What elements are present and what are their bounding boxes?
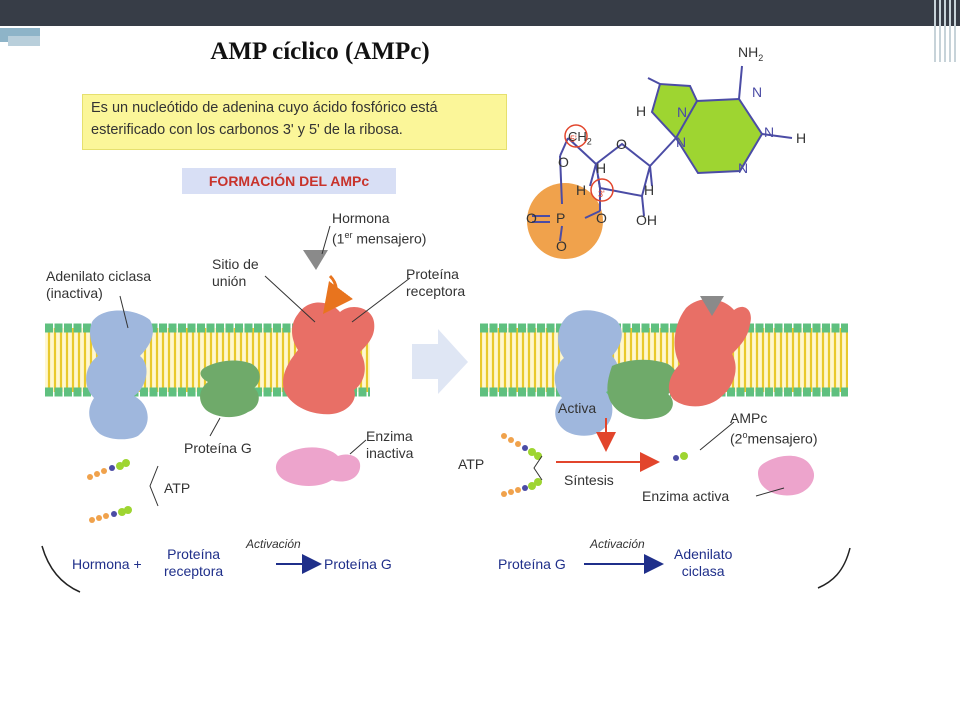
atp-label-right: ATP [458, 456, 485, 472]
right-leader-lines [699, 421, 785, 497]
adenine-ring-5 [652, 84, 697, 138]
definition-line-2: esterificado con los carbonos 3' y 5' de… [91, 122, 403, 138]
proteina-receptora-activa [668, 299, 751, 407]
n-label-2: N [752, 84, 763, 100]
ampc-small [673, 452, 688, 461]
o-ring-label: O [616, 136, 627, 152]
sintesis-label: Síntesis [564, 472, 614, 488]
carbon-3-circle [590, 178, 614, 202]
activa-label: Activa [558, 400, 597, 416]
diagram-title: AMP cíclico (AMPc) [210, 38, 430, 65]
slide-top-bar [0, 0, 960, 26]
atp-label-left: ATP [164, 480, 191, 496]
slide-accent-left-secondary [8, 36, 40, 46]
diagram-graphics [41, 65, 851, 593]
enzima-inactiva-label: Enzima inactiva [366, 428, 414, 461]
equation-left-term1: Hormona + [72, 556, 142, 572]
n-label-3: N [764, 124, 775, 140]
bracket-right [817, 547, 851, 589]
atp-chains-right [501, 433, 543, 497]
slide-accent-right [930, 0, 960, 62]
equation-left-arrow-label: Activación [246, 537, 301, 551]
h-label-3: H [596, 160, 607, 176]
ampc-label: AMPc (2omensajero) [730, 410, 818, 447]
enzima-inactiva [275, 447, 361, 486]
o-label-4: O [556, 238, 567, 254]
oh-label: OH [636, 212, 657, 228]
definition-box: Es un nucleótido de adenina cuyo ácido f… [82, 94, 507, 150]
adenilato-ciclasa-activa [554, 310, 622, 436]
o-label-2: O [526, 210, 537, 226]
equation-right-result: Adenilato ciclasa [674, 546, 733, 579]
n-label-5: N [676, 134, 687, 150]
hormona-bound-icon [700, 296, 724, 316]
sitio-label: Sitio de unión [212, 256, 259, 289]
carbon-5-circle [564, 124, 588, 148]
adenine-ring-6 [676, 99, 762, 173]
h-label-4: H [576, 182, 587, 198]
enzima-activa [758, 455, 815, 496]
diagram-labels: NH2 H H CH2 5' O H H 3' H O O P O O OH N… [40, 26, 930, 626]
equation-left-term2: Proteína receptora [164, 546, 224, 579]
p-label: P [556, 210, 566, 226]
equation-right-arrow-label: Activación [590, 537, 645, 551]
nh2-label: NH2 [738, 44, 764, 63]
proteina-g-label: Proteína G [184, 440, 252, 456]
equation-right-term1: Proteína G [498, 556, 566, 572]
proteina-g-right [607, 359, 678, 420]
definition-line-1: Es un nucleótido de adenina cuyo ácido f… [91, 100, 438, 116]
adenilato-label: Adenilato ciclasa (inactiva) [46, 268, 152, 301]
hormona-arrow [323, 274, 353, 315]
adenilato-ciclasa-inactiva [86, 310, 153, 440]
bracket-left [41, 545, 81, 593]
camp-molecule [527, 65, 793, 259]
proteina-g-left [200, 360, 260, 418]
atp-chains-left [87, 459, 159, 523]
proteina-receptora [283, 302, 375, 415]
five-prime-label: 5' [570, 134, 577, 144]
n-label-4: N [738, 160, 749, 176]
h-label-1: H [636, 103, 647, 119]
h-label-2: H [796, 130, 807, 146]
left-leader-lines [119, 225, 411, 455]
ch2-label: CH2 [568, 129, 592, 147]
diagram-content: AMP cíclico (AMPc) Es un nucleótido de a… [40, 26, 930, 626]
h-label-5: H [644, 182, 655, 198]
hormona-icon [303, 250, 328, 270]
formation-label: FORMACIÓN DEL AMPc [182, 168, 396, 194]
o-label-1: O [558, 154, 569, 170]
hormona-label: Hormona (1er mensajero) [332, 210, 427, 247]
enzima-activa-label: Enzima activa [642, 488, 730, 504]
o-label-3: O [596, 210, 607, 226]
phosphate-circle [527, 183, 603, 259]
equation-left-result: Proteína G [324, 556, 392, 572]
proteina-receptora-label: Proteína receptora [406, 266, 466, 299]
three-prime-label: 3' [598, 189, 605, 199]
transition-arrow [412, 329, 468, 394]
n-label-1: N [677, 104, 688, 120]
